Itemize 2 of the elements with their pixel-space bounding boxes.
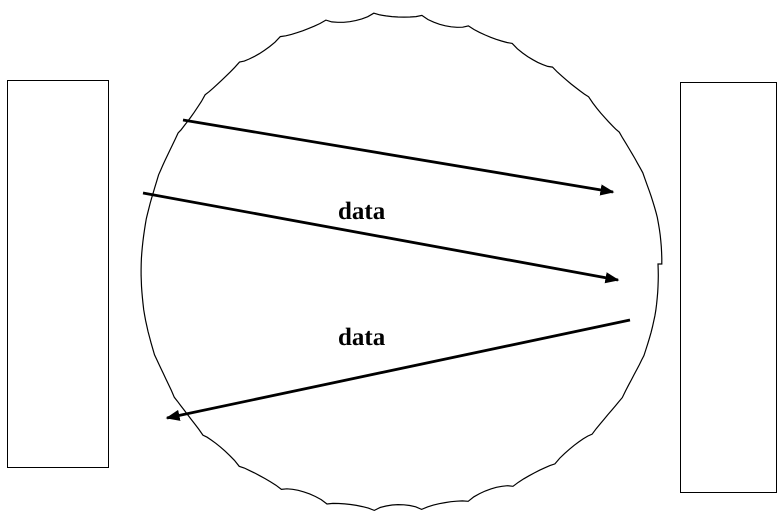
rectangle-box xyxy=(680,82,777,493)
rectangle-box xyxy=(7,80,109,468)
